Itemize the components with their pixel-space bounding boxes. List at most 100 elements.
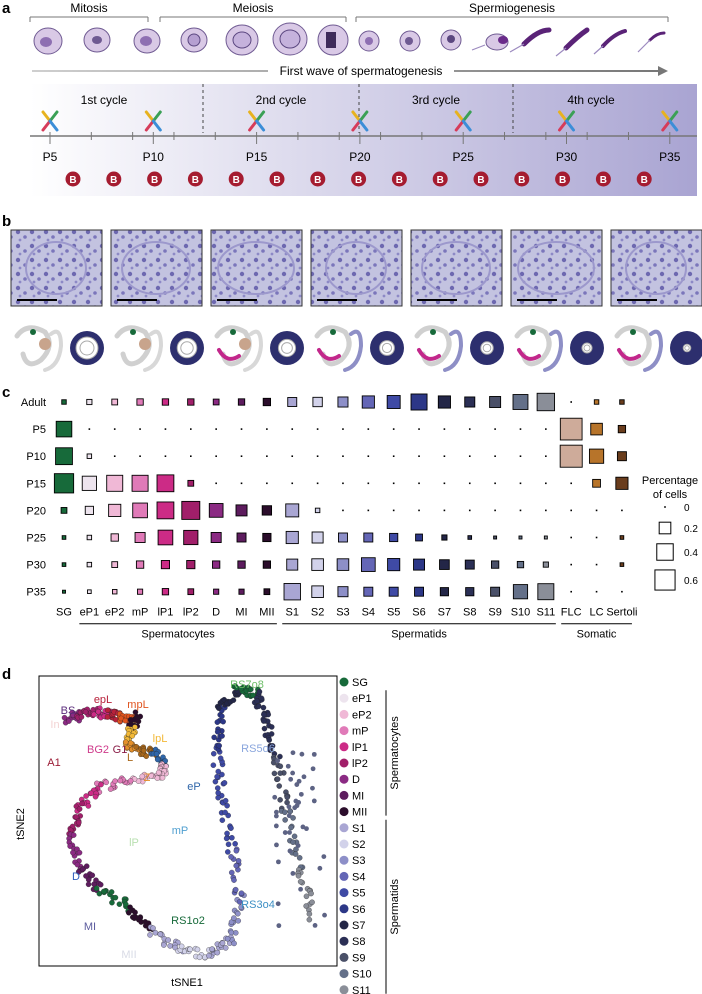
- panel-a-label: a: [2, 0, 11, 17]
- legend-entry: eP1: [339, 693, 372, 705]
- size-square: [262, 532, 272, 543]
- column-label: lP2: [183, 607, 199, 619]
- b-marker: B: [228, 171, 244, 187]
- tsne-point: [76, 849, 83, 856]
- cluster-label: eP: [187, 781, 200, 793]
- tsne-point: [222, 809, 228, 816]
- size-square: [235, 504, 248, 517]
- size-square: [187, 479, 195, 487]
- micrograph: [610, 229, 702, 307]
- size-square: [342, 455, 344, 457]
- size-square: [285, 530, 299, 545]
- mini-tsne: [414, 325, 504, 372]
- size-legend: Percentage of cells 00.20.40.6: [642, 475, 698, 591]
- size-square: [55, 420, 73, 438]
- tsne-point: [273, 813, 279, 819]
- column-label: MI: [235, 607, 247, 619]
- size-square: [437, 395, 451, 409]
- tsne-point: [261, 711, 267, 718]
- legend-square: 0: [664, 503, 690, 514]
- tsne-point: [228, 929, 235, 936]
- age-label: P20: [349, 150, 371, 164]
- tsne-point: [165, 937, 171, 943]
- tsne-point: [224, 830, 230, 837]
- legend-entry: S6: [339, 904, 365, 916]
- size-square: [84, 505, 94, 515]
- size-square: [291, 482, 294, 485]
- svg-text:lP2: lP2: [352, 758, 368, 770]
- tsne-point: [215, 768, 222, 775]
- tsne-point: [276, 923, 282, 929]
- legend-entry: D: [339, 774, 360, 786]
- size-square: [262, 560, 272, 569]
- tsne-point: [306, 911, 313, 917]
- tsne-point: [317, 865, 323, 871]
- tsne-point: [236, 899, 243, 905]
- timeline-ticks: [49, 132, 671, 144]
- tsne-point: [296, 800, 302, 805]
- tsne-point: [238, 904, 244, 910]
- svg-text:0.6: 0.6: [684, 576, 698, 587]
- tsne-point: [261, 725, 268, 732]
- size-square: [55, 447, 73, 466]
- size-square: [312, 396, 323, 408]
- size-square: [212, 398, 220, 406]
- size-square: [156, 474, 175, 493]
- tsne-point: [215, 790, 221, 796]
- tsne-point: [291, 833, 298, 840]
- size-square: [361, 395, 375, 409]
- cluster-label: MII: [121, 949, 136, 961]
- tsne-point: [152, 929, 159, 936]
- tsne-point: [126, 909, 132, 916]
- size-square: [516, 560, 525, 569]
- tsne-point: [275, 758, 281, 764]
- micrograph: [510, 229, 603, 307]
- tsne-point: [274, 842, 279, 848]
- size-square: [108, 503, 122, 517]
- svg-text:0.4: 0.4: [684, 548, 698, 559]
- size-square: [213, 588, 220, 595]
- column-label: S9: [488, 607, 501, 619]
- size-square: [570, 401, 572, 403]
- b-marker: B: [555, 171, 571, 187]
- tsne-point: [223, 835, 230, 842]
- chromosome-x-mark: [558, 110, 575, 132]
- size-square: [512, 394, 529, 410]
- b-marker: B: [514, 171, 530, 187]
- tsne-point: [214, 785, 221, 791]
- size-square: [494, 482, 496, 485]
- column-label: S5: [387, 607, 400, 619]
- tsne-point: [230, 697, 237, 703]
- column-label: LC: [590, 607, 604, 619]
- svg-text:Spermatids: Spermatids: [391, 629, 447, 641]
- panel-a-figure: Mitosis Meiosis Spermiogenesis First wav…: [29, 1, 697, 196]
- tsne-point: [127, 778, 134, 784]
- svg-text:B: B: [273, 175, 280, 186]
- tsne-point: [147, 932, 153, 938]
- tsne-point: [273, 823, 279, 829]
- tsne-point: [148, 773, 154, 779]
- size-square: [61, 535, 67, 540]
- tsne-point: [117, 777, 124, 784]
- tsne-point: [282, 817, 288, 823]
- tsne-point: [295, 873, 302, 879]
- tsne-point: [222, 797, 229, 804]
- tsne-point: [290, 839, 296, 845]
- tsne-point: [277, 797, 283, 803]
- tsne-point: [122, 717, 129, 724]
- tsne-point: [214, 719, 221, 725]
- size-square: [283, 583, 301, 601]
- cluster-label: BS: [61, 705, 76, 717]
- chromosome-x-mark: [41, 110, 59, 132]
- tsne-point: [103, 779, 109, 786]
- tsne-point: [297, 878, 304, 885]
- tsne-point: [92, 793, 99, 800]
- size-square: [342, 428, 344, 430]
- tsne-point: [229, 869, 235, 876]
- column-label: Sertoli: [606, 607, 637, 619]
- legend-entry: S9: [339, 952, 365, 964]
- tsne-point: [153, 751, 160, 757]
- legend-entry: S1: [339, 823, 365, 835]
- tsne-point: [256, 688, 263, 695]
